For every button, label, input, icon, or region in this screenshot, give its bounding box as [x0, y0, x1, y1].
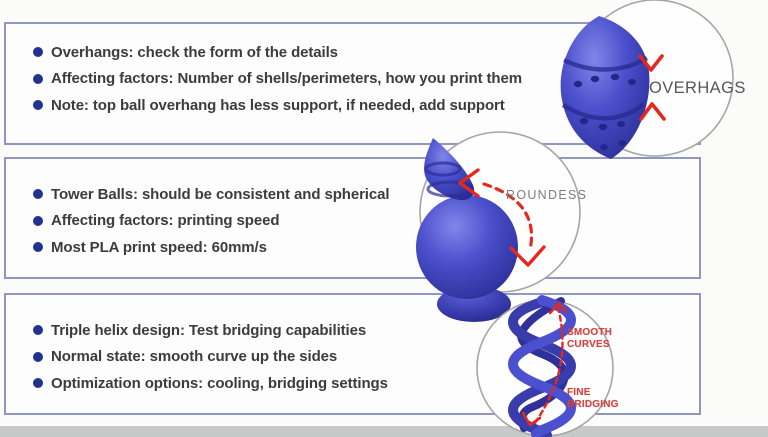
bullet-item: Normal state: smooth curve up the sides [33, 344, 699, 371]
smooth-curves-line1: SMOOTH [567, 327, 613, 338]
panel-tower-balls: Tower Balls: should be consistent and sp… [4, 157, 701, 279]
bullet-icon [33, 189, 43, 200]
bullet-item: Note: top ball overhang has less support… [33, 92, 699, 119]
bottom-strip [0, 426, 768, 437]
bullet-item: Most PLA print speed: 60mm/s [33, 234, 699, 261]
roundness-label: ROUNDESS [506, 188, 588, 202]
bullet-text: Affecting factors: printing speed [51, 212, 280, 230]
bullet-icon [33, 47, 43, 58]
bullet-item: Affecting factors: Number of shells/peri… [33, 66, 699, 93]
bullet-text: Most PLA print speed: 60mm/s [51, 238, 267, 256]
bullet-item: Optimization options: cooling, bridging … [33, 370, 699, 397]
bullet-text: Triple helix design: Test bridging capab… [51, 321, 367, 339]
fine-bridging-line1: FINE [567, 387, 591, 398]
bullet-item: Triple helix design: Test bridging capab… [33, 317, 699, 344]
bullet-text: Optimization options: cooling, bridging … [51, 374, 388, 392]
bullet-icon [33, 73, 43, 84]
bullet-icon [33, 100, 43, 111]
bullet-item: Overhangs: check the form of the details [33, 39, 699, 66]
fine-bridging-line2: BRIDGING [567, 398, 619, 410]
bullet-icon [33, 242, 43, 253]
bullet-text: Tower Balls: should be consistent and sp… [51, 185, 390, 203]
fine-bridging-label: FINE BRIDGING [567, 387, 619, 410]
panel-overhangs: Overhangs: check the form of the details… [4, 22, 701, 145]
bullet-icon [33, 325, 43, 336]
bullet-icon [33, 215, 43, 226]
bullet-icon [33, 351, 43, 362]
bullet-text: Normal state: smooth curve up the sides [51, 348, 338, 366]
bullet-text: Note: top ball overhang has less support… [51, 96, 505, 114]
bullet-text: Overhangs: check the form of the details [51, 43, 338, 61]
bullet-item: Tower Balls: should be consistent and sp… [33, 181, 699, 208]
smooth-curves-label: SMOOTH CURVES [567, 327, 612, 350]
overhangs-label: OVERHAGS [649, 79, 746, 97]
bullet-item: Affecting factors: printing speed [33, 208, 699, 235]
smooth-curves-line2: CURVES [567, 338, 610, 350]
bullet-icon [33, 378, 43, 389]
bullet-text: Affecting factors: Number of shells/peri… [51, 70, 522, 88]
